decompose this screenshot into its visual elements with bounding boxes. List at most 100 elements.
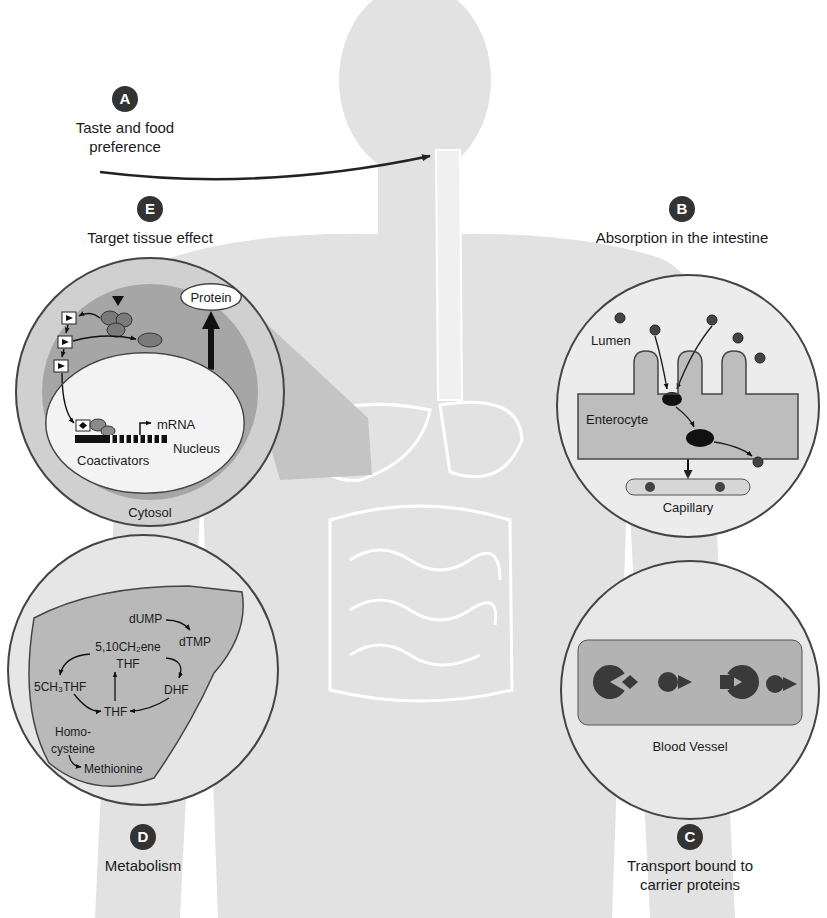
figure-part	[727, 665, 759, 699]
part-label: Nucleus	[173, 441, 220, 456]
figure-part	[138, 333, 162, 347]
figure-part	[783, 677, 797, 691]
figure-part	[45, 352, 245, 494]
text-slot: dUMP	[129, 610, 162, 627]
metabolism-illustration	[8, 535, 278, 805]
text-slot: Cytosol	[15, 504, 285, 520]
enterocyte-cell: Enterocyte	[578, 349, 798, 459]
part-label: Homo- cysteine	[51, 725, 95, 756]
step-badge: ATaste and food preference	[15, 86, 235, 156]
zoom-circle: LumenEnterocyteCapillary	[556, 274, 820, 538]
figure-part	[66, 325, 68, 333]
figure-part	[152, 435, 155, 443]
figure-part	[117, 435, 120, 443]
figure-part	[350, 645, 480, 665]
protein-oval-border	[181, 284, 242, 311]
text-slot: Blood Vessel	[560, 738, 820, 754]
figure-part	[69, 755, 81, 767]
figure-part	[110, 435, 113, 443]
capillary-vessel: Capillary	[611, 479, 765, 527]
text-slot: Enterocyte	[586, 411, 648, 427]
figure-part	[73, 336, 136, 341]
figure-part	[350, 600, 496, 625]
figure-part	[350, 550, 500, 580]
figure-part	[166, 620, 190, 630]
figure-part	[180, 283, 242, 311]
nucleus-oval-border	[46, 353, 245, 494]
badge-caption: Transport bound to carrier proteins	[615, 856, 765, 894]
figure-part	[131, 435, 134, 443]
part-label: 5,10CH₂ene THF	[95, 640, 160, 671]
figure-part	[60, 654, 90, 675]
part-label: Protein	[190, 290, 231, 305]
figure-part	[578, 351, 798, 459]
step-badge: C Transport bound to carrier proteins	[590, 824, 790, 894]
text-slot: mRNA	[157, 416, 195, 432]
figure-part	[101, 426, 115, 436]
figure-part	[733, 333, 743, 343]
figure-part	[74, 694, 101, 711]
part-label: 5CH₃THF	[34, 680, 86, 694]
figure-part	[658, 672, 678, 692]
text-slot: Capillary	[611, 499, 765, 515]
nucleus-oval-outline	[45, 352, 245, 494]
figure-part	[15, 257, 285, 527]
part-label: Methionine	[84, 762, 143, 776]
figure-part	[166, 658, 181, 678]
part-label: Coactivators	[77, 453, 149, 468]
liver-shape-border	[29, 586, 243, 786]
part-label: Capillary	[663, 500, 714, 515]
badge-letter: E	[137, 196, 163, 222]
figure-part	[107, 323, 125, 337]
figure-part	[622, 675, 638, 689]
intestine-illustration	[556, 274, 820, 538]
badge-letter: C	[677, 824, 703, 850]
figure-part	[79, 313, 100, 318]
figure-part	[677, 326, 712, 389]
zoom-circle: Blood Vessel	[560, 560, 820, 820]
flow-arrow	[687, 459, 689, 470]
figure-part	[124, 435, 127, 443]
figure-part	[112, 296, 124, 306]
food-arrow	[100, 156, 430, 179]
figure-part	[339, 0, 491, 176]
figure-part	[707, 315, 717, 325]
figure-part	[720, 675, 734, 689]
text-slot: 5,10CH₂ene THF	[92, 638, 164, 672]
text-slot: Lumen	[591, 332, 631, 348]
figure-part	[62, 312, 76, 324]
blood-illustration	[560, 560, 820, 820]
badge-letter: D	[130, 824, 156, 850]
figure-part	[140, 423, 151, 435]
part-label: THF	[104, 705, 127, 719]
zoom-circle-border	[557, 275, 819, 537]
figure-part	[58, 336, 72, 348]
figure-part	[62, 339, 69, 345]
part-label: dTMP	[179, 635, 211, 649]
zoom-circle: Cytosol Protein mRNA Coactivators Nucleus	[15, 257, 285, 527]
figure-part	[650, 325, 660, 335]
figure-part	[62, 313, 136, 423]
figure-part	[655, 326, 752, 456]
badge-letter: B	[669, 196, 695, 222]
part-label: dUMP	[129, 612, 162, 626]
figure-part	[626, 479, 750, 495]
text-slot: Protein	[180, 289, 242, 305]
figure-part	[440, 402, 522, 477]
text-slot: 5CH₃THF	[34, 678, 86, 695]
figure-part	[714, 442, 752, 456]
figure-part	[755, 353, 765, 363]
figure-part	[766, 675, 784, 693]
text-slot: Homo- cysteine	[44, 723, 102, 757]
part-label: Blood Vessel	[652, 739, 727, 754]
text-slot: dTMP	[179, 633, 211, 650]
figure-part	[560, 560, 820, 820]
figure-part	[578, 640, 802, 725]
figure-part	[130, 698, 169, 711]
figure-part	[645, 482, 655, 492]
figure-part	[79, 422, 87, 429]
text-slot: DHF	[164, 681, 189, 698]
figure-part	[42, 284, 258, 500]
badge-letter: A	[112, 86, 138, 112]
